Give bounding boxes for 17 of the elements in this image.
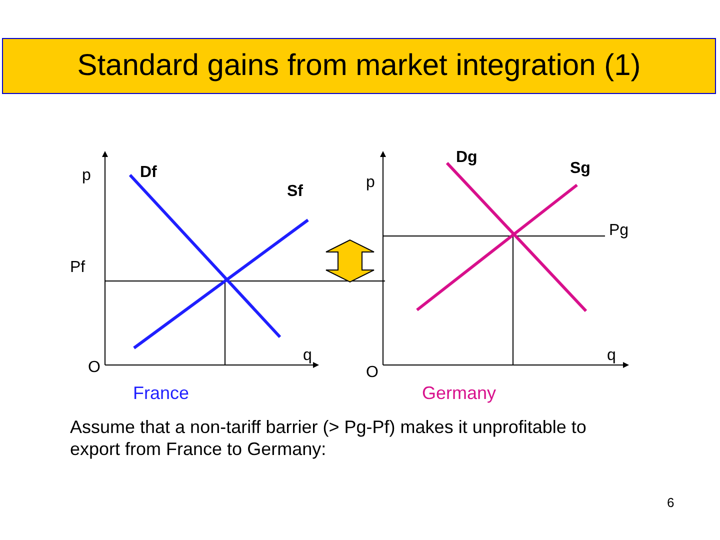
axis-label: p <box>366 173 375 192</box>
origin-label: O <box>88 358 100 378</box>
country-label: Germany <box>422 383 496 405</box>
curve-label: Dg <box>456 148 478 168</box>
title-banner: Standard gains from market integration (1) <box>2 38 716 94</box>
note-text: Assume that a non-tariff barrier (> Pg-Pf) makes it unprofitable to export from France to Germany: <box>70 417 588 460</box>
country-label: France <box>133 383 190 405</box>
page-number: 6 <box>667 495 674 511</box>
price-label: Pf <box>70 258 86 278</box>
origin-label: O <box>366 363 378 382</box>
axis-label: p <box>82 166 91 186</box>
curve-label: Sf <box>287 182 303 202</box>
curve-label: Sg <box>570 159 590 178</box>
curve-label: Df <box>140 163 157 182</box>
axis-label: q <box>303 346 312 366</box>
price-label: Pg <box>609 221 629 240</box>
axis-label: q <box>607 346 616 366</box>
